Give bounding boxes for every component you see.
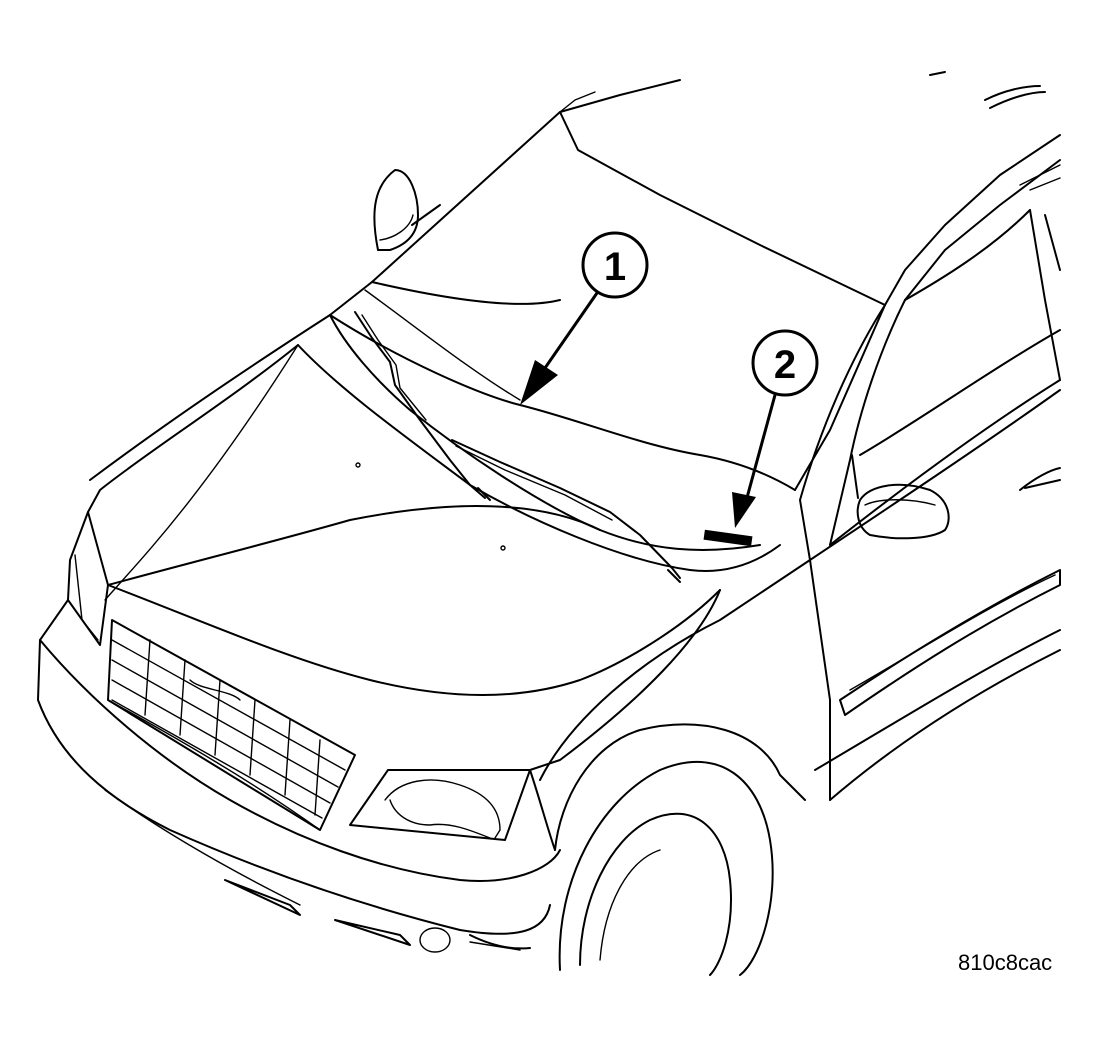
left-headlamp	[67, 511, 109, 646]
right-wiper	[451, 439, 681, 583]
vin-plate	[703, 529, 753, 547]
front-wheel	[558, 760, 774, 976]
wiper-cowl	[297, 314, 781, 572]
left-wiper	[354, 311, 491, 501]
figure-id: 810c8cac	[958, 950, 1052, 975]
callout-2-arrowhead	[732, 492, 756, 528]
callout-2: 2	[732, 329, 819, 528]
front-bumper	[37, 599, 561, 953]
windshield	[329, 281, 886, 491]
side-body	[799, 209, 1061, 801]
hood	[87, 314, 721, 696]
front-fender	[529, 559, 811, 851]
grille	[107, 619, 356, 831]
callout-1: 1	[520, 231, 649, 405]
callout-2-number: 2	[774, 343, 796, 387]
callout-1-arrowhead	[520, 360, 558, 405]
roof	[371, 71, 1061, 306]
left-mirror	[373, 169, 441, 251]
right-mirror	[851, 454, 950, 540]
callout-1-number: 1	[604, 245, 626, 289]
right-headlamp	[349, 769, 531, 841]
